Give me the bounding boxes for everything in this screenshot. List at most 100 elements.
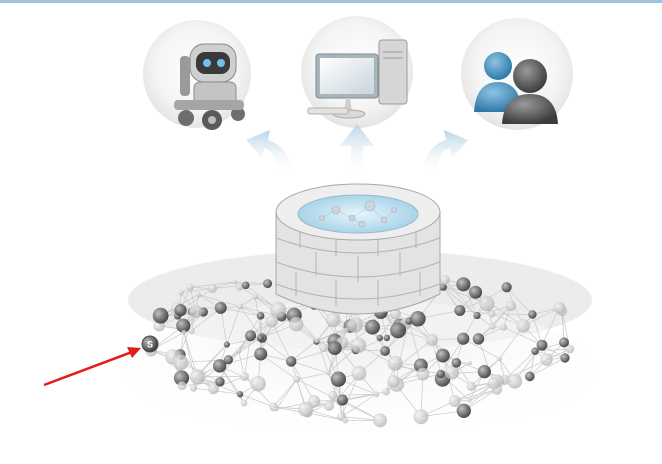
network-node <box>293 375 301 383</box>
network-node <box>565 344 575 354</box>
network-edge <box>342 399 381 421</box>
network-node <box>176 318 191 333</box>
top-border <box>0 0 662 3</box>
network-node <box>467 360 472 366</box>
network-node <box>245 330 257 342</box>
computer-consumer <box>301 16 413 128</box>
network-node <box>540 353 553 366</box>
network-node <box>320 344 328 352</box>
network-edge <box>234 281 268 284</box>
network-node <box>235 282 244 291</box>
network-node <box>383 334 391 342</box>
network-edge <box>476 305 511 316</box>
network-node <box>265 315 279 328</box>
arrow-up-left-icon <box>246 130 291 176</box>
network-node <box>528 310 537 319</box>
network-edge <box>478 338 495 384</box>
network-node <box>467 398 472 403</box>
network-edge <box>398 339 433 367</box>
network-node <box>531 347 539 356</box>
network-edge <box>504 350 536 381</box>
network-node <box>456 277 471 292</box>
network-edge <box>271 321 292 362</box>
network-node <box>387 355 403 371</box>
network-edge <box>442 355 485 372</box>
network-edge <box>179 311 197 355</box>
network-node <box>172 354 189 371</box>
arrow-icon <box>43 347 141 387</box>
network-node <box>214 301 227 314</box>
network-node <box>195 292 201 298</box>
network-node <box>451 358 462 368</box>
network-node <box>448 395 461 407</box>
network-node <box>325 312 341 328</box>
network-node <box>240 372 249 381</box>
arrow-up-center-icon <box>340 124 374 176</box>
network-edge <box>541 307 560 346</box>
network-edge <box>198 294 241 307</box>
network-node <box>364 319 380 335</box>
network-edge <box>454 382 495 402</box>
network-node <box>256 334 264 342</box>
network-node <box>373 391 380 398</box>
network-node <box>425 333 438 346</box>
network-node <box>488 310 496 318</box>
network-node <box>487 377 501 390</box>
network-edge <box>191 307 221 332</box>
network-node <box>240 399 248 407</box>
network-node <box>270 301 287 318</box>
network-node <box>189 368 206 385</box>
network-edge <box>228 337 261 361</box>
network-edge <box>291 347 335 362</box>
network-node <box>236 391 244 398</box>
network-node <box>473 311 481 320</box>
network-edge <box>440 338 464 375</box>
network-node <box>186 283 194 292</box>
network-node <box>207 382 220 395</box>
highlighted-node-label: S <box>147 340 153 350</box>
network-edge <box>341 393 377 417</box>
network-edge <box>220 307 261 317</box>
network-edge <box>506 287 533 315</box>
network-node <box>456 403 471 418</box>
network-node <box>256 312 265 320</box>
network-edge <box>396 373 441 385</box>
network-edge <box>290 361 315 402</box>
network-node <box>342 417 349 424</box>
network-node <box>152 307 169 324</box>
network-edge <box>238 350 245 377</box>
network-node <box>177 381 187 391</box>
network-node <box>336 394 348 406</box>
network-node <box>553 301 566 314</box>
network-node <box>559 337 569 348</box>
network-node <box>435 348 450 363</box>
highlighted-node: S <box>141 335 159 353</box>
network-node <box>189 304 203 318</box>
network-node <box>560 353 570 363</box>
network-node <box>314 337 321 344</box>
network-edge <box>213 376 245 389</box>
network-node <box>439 283 447 291</box>
network-node <box>454 304 466 316</box>
network-node <box>254 347 268 361</box>
network-node <box>376 334 383 342</box>
network-node <box>410 311 426 327</box>
network-node <box>489 323 496 330</box>
network-node <box>347 317 363 333</box>
network-edge <box>180 288 213 294</box>
network-node <box>263 279 273 289</box>
network-edge <box>341 373 360 417</box>
network-node <box>289 316 304 332</box>
network-node <box>328 390 338 401</box>
network-node <box>188 327 195 334</box>
network-node <box>174 304 187 317</box>
network-edge <box>316 340 329 374</box>
network-edge <box>442 286 478 316</box>
network-node <box>469 285 483 299</box>
network-node <box>178 290 184 296</box>
network-node <box>382 387 390 396</box>
network-node <box>416 367 430 381</box>
people-consumer <box>461 18 573 130</box>
network-node <box>307 395 321 408</box>
